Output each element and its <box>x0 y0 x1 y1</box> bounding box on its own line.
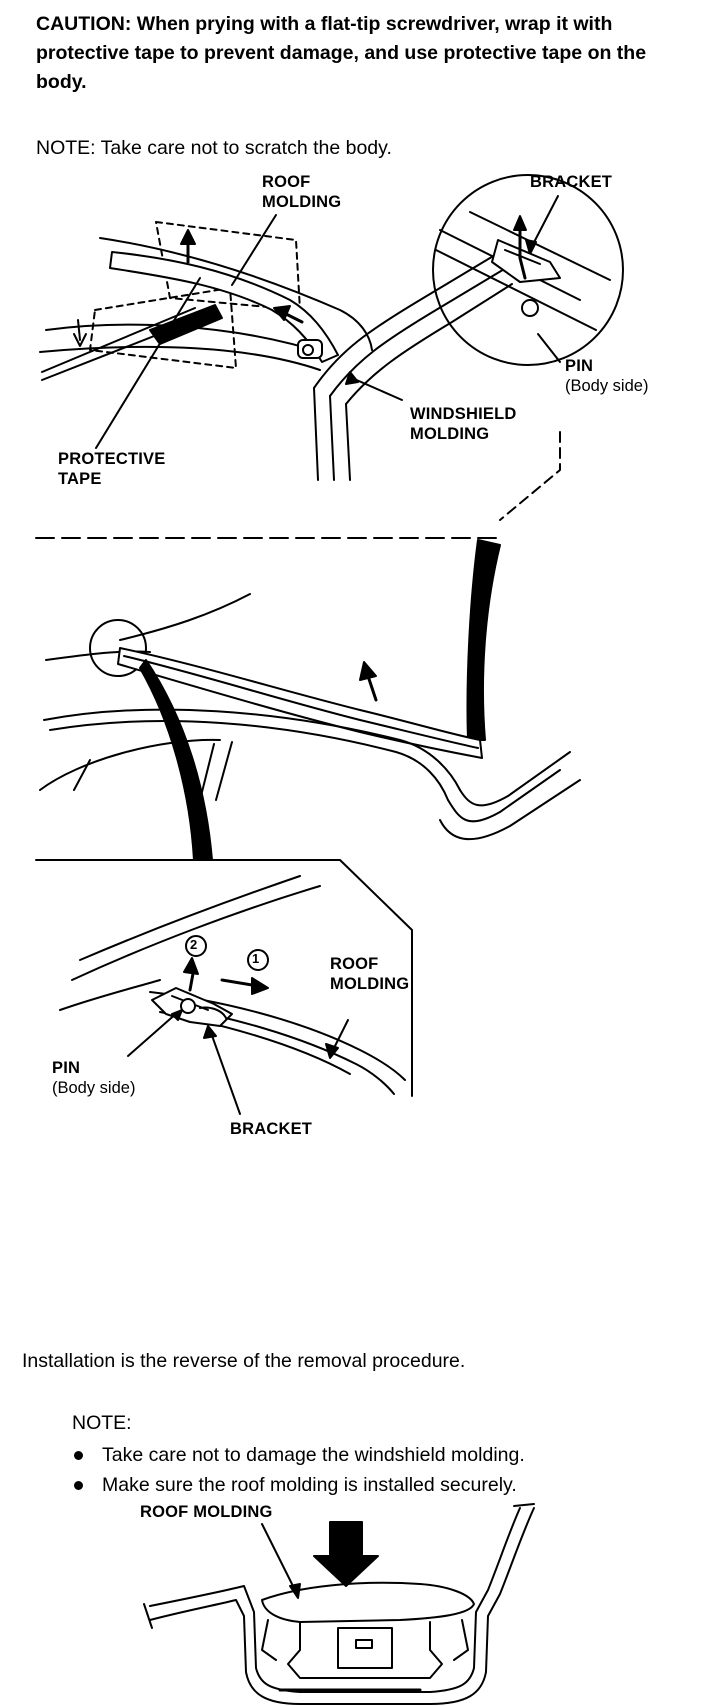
label-pin-3-title: PIN <box>52 1059 81 1077</box>
figure-bracket-detail <box>60 876 405 1114</box>
caution-text: CAUTION: When prying with a flat-tip scr… <box>36 13 647 93</box>
figure-pry-molding <box>36 175 623 538</box>
figure-cross-section <box>144 1504 534 1704</box>
note-bullet-1: Take care not to damage the windshield m… <box>72 1440 525 1470</box>
label-roof-molding-3: ROOF MOLDING <box>330 954 409 994</box>
label-protective-line2: TAPE <box>58 470 102 488</box>
note-scratch: NOTE: Take care not to scratch the body. <box>36 137 392 159</box>
step-1-number: 1 <box>252 951 260 966</box>
label-pin-3: PIN (Body side) <box>52 1058 135 1098</box>
label-pin-1-title: PIN <box>565 357 594 375</box>
label-pin-1: PIN (Body side) <box>565 356 648 396</box>
label-roof-molding-3-line2: MOLDING <box>330 975 410 993</box>
note-label: NOTE: <box>72 1412 132 1434</box>
installation-text: Installation is the reverse of the remov… <box>22 1350 466 1372</box>
step-2-number: 2 <box>190 937 198 952</box>
figure-lift-molding <box>36 540 580 1096</box>
label-bracket-3: BRACKET <box>230 1120 313 1138</box>
note-bullet-2: Make sure the roof molding is installed … <box>72 1470 525 1500</box>
label-windshield-line2: MOLDING <box>410 425 490 443</box>
label-roof-molding-1: ROOF MOLDING <box>262 172 341 212</box>
label-bracket-1: BRACKET <box>530 173 613 191</box>
label-roof-molding-1-line1: ROOF <box>262 173 311 191</box>
label-protective-tape: PROTECTIVE TAPE <box>58 449 165 489</box>
label-roof-molding-4: ROOF MOLDING <box>140 1503 273 1521</box>
label-roof-molding-1-line2: MOLDING <box>262 193 342 211</box>
note-bullet-list: Take care not to damage the windshield m… <box>72 1440 525 1500</box>
label-roof-molding-3-line1: ROOF <box>330 955 379 973</box>
label-protective-line1: PROTECTIVE <box>58 450 166 468</box>
label-windshield-line1: WINDSHIELD <box>410 405 517 423</box>
label-windshield-molding: WINDSHIELD MOLDING <box>410 404 517 444</box>
label-pin-1-sub: (Body side) <box>565 377 649 395</box>
label-pin-3-sub: (Body side) <box>52 1079 136 1097</box>
